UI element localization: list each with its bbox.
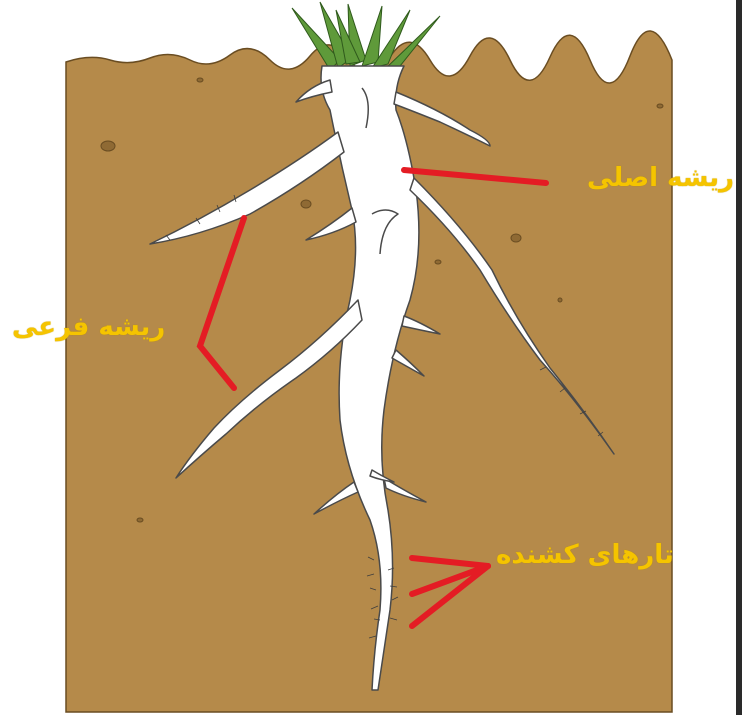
root-hairs-label: تارهای کشنده	[496, 540, 674, 570]
main-root-label: ریشه اصلی	[587, 163, 734, 193]
window-edge	[736, 0, 742, 715]
lateral-root-label: ریشه فرعی	[12, 312, 165, 342]
